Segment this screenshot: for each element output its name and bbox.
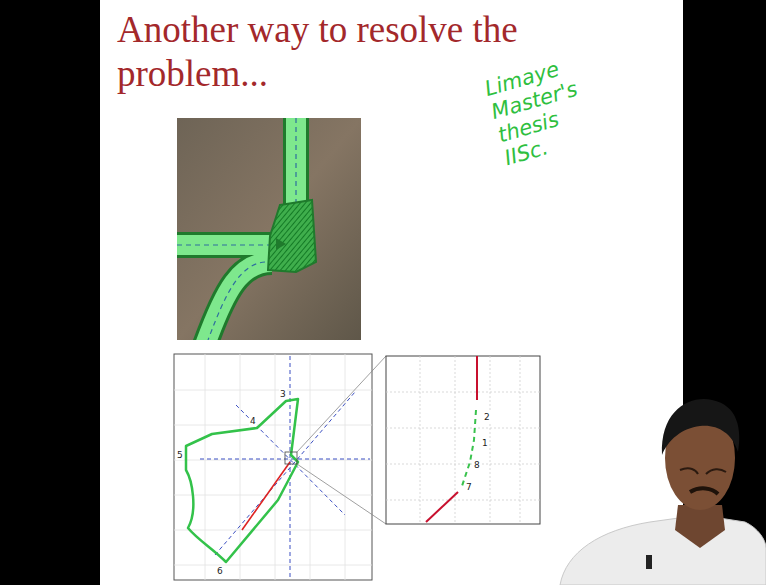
zoom-leader	[297, 464, 386, 524]
presenter-neck	[675, 505, 725, 548]
callout-number: 3	[279, 389, 287, 399]
callout-number: 5	[176, 450, 184, 460]
zoom-inset	[386, 356, 540, 524]
callout-number: 7	[465, 482, 473, 492]
junction-polygon	[186, 399, 298, 562]
plot-grid	[174, 354, 372, 580]
red-edge	[242, 462, 290, 530]
presenter	[560, 399, 766, 585]
inset-frame	[386, 356, 540, 524]
presenter-hair	[662, 399, 739, 455]
junction-hatch	[268, 200, 316, 272]
red-edge	[426, 492, 458, 522]
red-edge	[476, 356, 478, 400]
road-centerline	[208, 262, 265, 340]
presenter-shirt	[560, 515, 766, 585]
plot-axes	[200, 356, 370, 578]
road-centerline	[295, 118, 296, 205]
callout-number: 4	[249, 416, 257, 426]
callout-number: 6	[216, 566, 224, 576]
junction-arrow	[276, 238, 286, 250]
green-dashed-edge	[462, 410, 476, 486]
zoom-leader	[297, 356, 386, 452]
presenter-moustache	[690, 488, 718, 494]
photo-ground	[177, 118, 361, 340]
inset-grid	[386, 356, 540, 524]
road-centerline	[177, 244, 270, 245]
callout-number: 2	[483, 412, 491, 422]
polygon-plot	[174, 354, 386, 580]
road-fill	[177, 235, 282, 255]
callout-number: 1	[481, 438, 489, 448]
presenter-eye	[706, 469, 726, 474]
slide-background	[100, 0, 683, 585]
road-photo	[177, 118, 361, 340]
road-edge	[205, 262, 272, 340]
plot-frame	[174, 354, 372, 580]
road-fill	[205, 262, 272, 340]
microphone	[646, 555, 652, 569]
zoom-marker	[285, 452, 297, 464]
presenter-eye	[680, 468, 698, 474]
callout-number: 8	[473, 460, 481, 470]
